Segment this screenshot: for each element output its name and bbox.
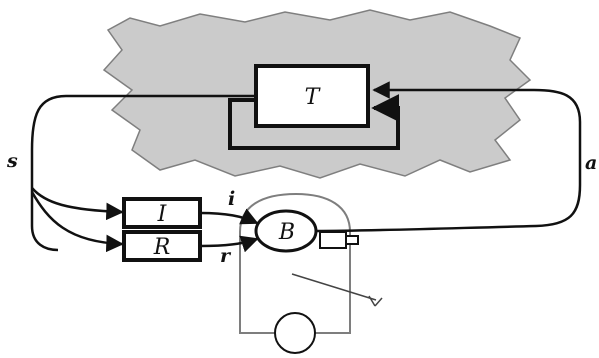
block-t-label: T [305,85,322,110]
block-i-label: I [157,202,168,227]
block-t-box [254,64,370,128]
s-to-r-line [30,191,124,253]
signal-i-label: i [228,188,235,210]
agent-wheel [274,312,316,354]
block-r-box [122,230,202,262]
agent-device-plug [345,235,359,245]
t-feedback-loop [228,94,400,150]
block-b-label: B [278,220,295,245]
agent-device-box [319,231,347,249]
s-to-i-line [31,187,124,221]
r-to-b-line [199,235,259,253]
block-r-label: R [153,235,171,260]
signal-r-label: r [220,245,232,267]
agent-effector-line [291,273,377,301]
signal-a-label: a [585,152,597,174]
signal-s-line [30,94,256,252]
agent-effector-head [368,295,383,307]
i-to-b-line [199,208,259,225]
signal-a-line [315,81,582,233]
signal-s-label: s [6,150,18,172]
